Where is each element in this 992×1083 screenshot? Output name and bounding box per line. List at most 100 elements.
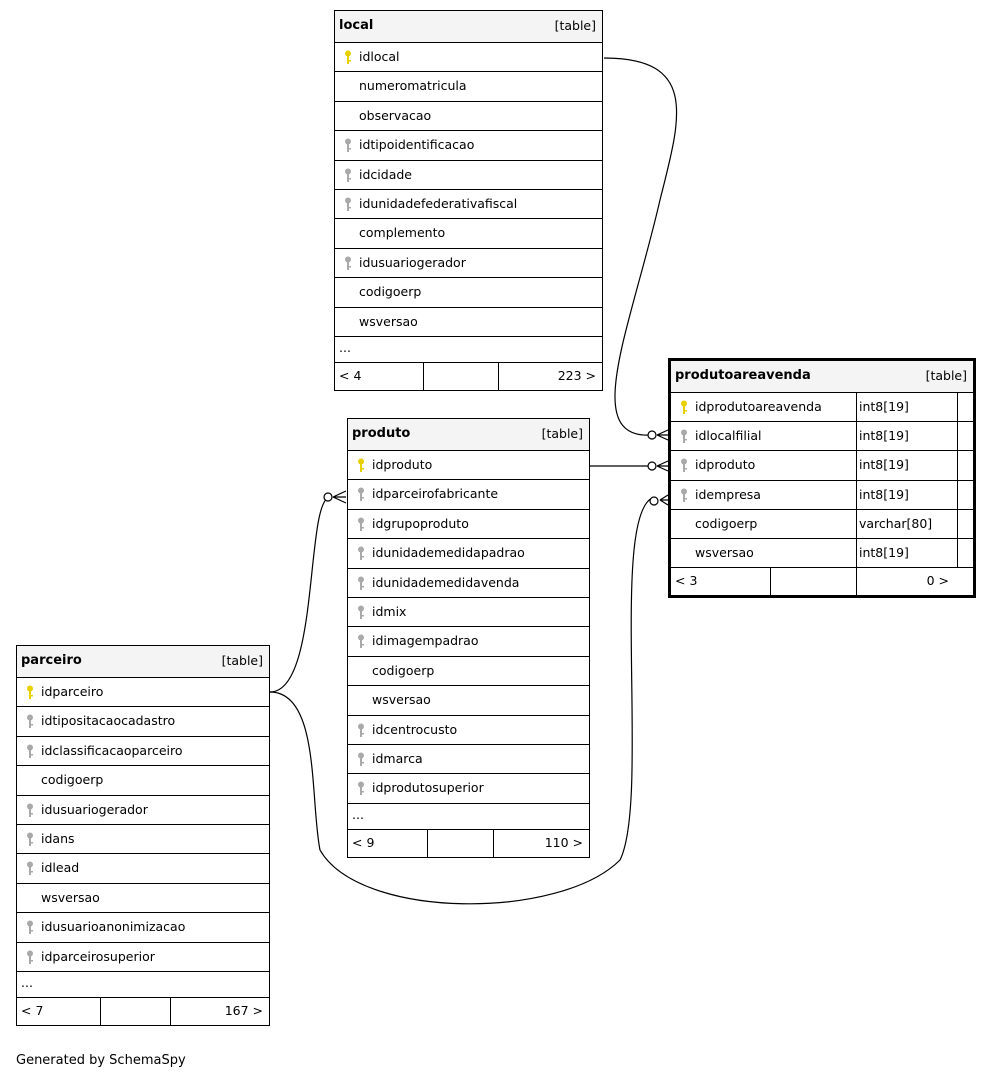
column-name: complemento [359,225,446,241]
column-row[interactable]: idusuarioanonimizacao [17,913,269,943]
table-name: parceiro [21,653,82,668]
type-column-divider [856,393,857,596]
more-columns: ... [17,972,269,998]
column-row[interactable]: idunidademedidavenda [348,569,589,598]
column-row[interactable]: idcentrocusto [348,716,589,745]
column-row[interactable]: idcidade [335,161,602,190]
column-row[interactable]: complemento [335,219,602,249]
foreign-key-icon [27,803,33,817]
foreign-key-icon [681,458,687,473]
table-local[interactable]: local [table] idlocal numeromatricula obse… [334,10,603,391]
column-row[interactable]: idusuariogerador [335,249,602,279]
column-row[interactable]: idmarca [348,745,589,775]
column-row[interactable]: idparceirofabricante [348,480,589,510]
crowfoot-marker [656,460,669,472]
column-row[interactable]: idclassificacaoparceiro [17,737,269,767]
parent-count: < 4 [339,367,362,383]
column-name: idunidademedidavenda [372,574,520,590]
column-row[interactable]: idunidademedidapadrao [348,539,589,569]
column-row[interactable]: idlead [17,854,269,884]
column-row[interactable]: idimagempadrao [348,627,589,657]
foreign-key-icon [358,605,364,619]
more-columns: ... [335,337,602,363]
column-name: idproduto [372,457,433,472]
optional-marker [649,496,659,506]
column-name: codigoerp [41,772,104,788]
optional-marker [323,492,333,502]
column-name: idgrupoproduto [372,515,469,531]
column-name: idlocalfilial [695,428,762,444]
foreign-key-icon [27,832,33,846]
column-row[interactable]: numeromatricula [335,72,602,102]
connector-parceiro-produto [269,496,331,693]
footer-divider [423,362,424,390]
column-type: int8[19] [859,544,909,560]
column-name: idlocal [359,49,400,64]
foreign-key-icon [681,429,687,444]
table-footer: < 9 110 > [348,829,589,857]
column-row[interactable]: idans [17,825,269,855]
column-row[interactable]: idparceirosuperior [17,943,269,972]
extra-column-divider [957,393,958,596]
column-row[interactable]: idmix [348,598,589,628]
table-name: local [339,18,374,33]
column-name: wsversao [359,313,418,329]
child-count: 223 > [557,367,596,383]
column-name: idproduto [695,457,756,473]
column-name: codigoerp [372,662,435,678]
table-footer: < 7 167 > [17,997,269,1025]
column-row[interactable]: codigoerp [348,657,589,687]
column-row[interactable]: observacao [335,102,602,132]
foreign-key-icon [358,576,364,590]
table-footer: < 3 0 > [671,568,973,596]
footer-divider [498,362,499,390]
column-row[interactable]: codigoerp [17,766,269,796]
column-row[interactable]: idgrupoproduto [348,510,589,540]
column-row[interactable]: wsversao [335,308,602,337]
column-row[interactable]: idusuariogerador [17,796,269,825]
parent-count: < 9 [352,834,375,850]
foreign-key-icon [358,781,364,796]
column-row[interactable]: wsversao [348,686,589,716]
column-row[interactable]: idtipoidentificacao [335,131,602,161]
column-row[interactable]: idproduto [348,451,589,481]
column-name: idlead [41,860,80,876]
column-row[interactable]: codigoerp [335,278,602,308]
column-name: idparceirofabricante [372,486,499,502]
foreign-key-icon [27,950,33,964]
connector-local-produtoareavenda [603,57,678,436]
column-row[interactable]: idunidadefederativafiscal [335,190,602,220]
table-kind: [table] [554,18,596,33]
table-footer: < 4 223 > [335,362,602,390]
foreign-key-icon [345,197,351,211]
column-row[interactable]: idparceiro [17,678,269,708]
foreign-key-icon [358,546,364,561]
column-row[interactable]: idtipositacaocadastro [17,707,269,737]
crowfoot-marker [659,494,669,506]
column-row[interactable]: idlocal [335,43,602,73]
column-name: idprodutoareavenda [695,399,822,414]
column-name: idimagempadrao [372,633,479,649]
footer-divider [427,829,428,857]
table-produtoareavenda[interactable]: produtoareavenda [table] idprodutoareave… [668,358,976,599]
primary-key-icon [358,458,364,472]
column-name: idmix [372,603,407,619]
column-name: observacao [359,107,432,123]
footer-divider [170,997,171,1025]
primary-key-icon [27,685,33,699]
column-row[interactable]: wsversao [17,884,269,914]
foreign-key-icon [27,861,33,876]
footer-divider [100,997,101,1025]
more-columns: ... [348,804,589,830]
column-type: int8[19] [859,486,909,502]
column-row[interactable]: idprodutosuperior [348,774,589,804]
column-name: idusuariogerador [41,801,148,817]
